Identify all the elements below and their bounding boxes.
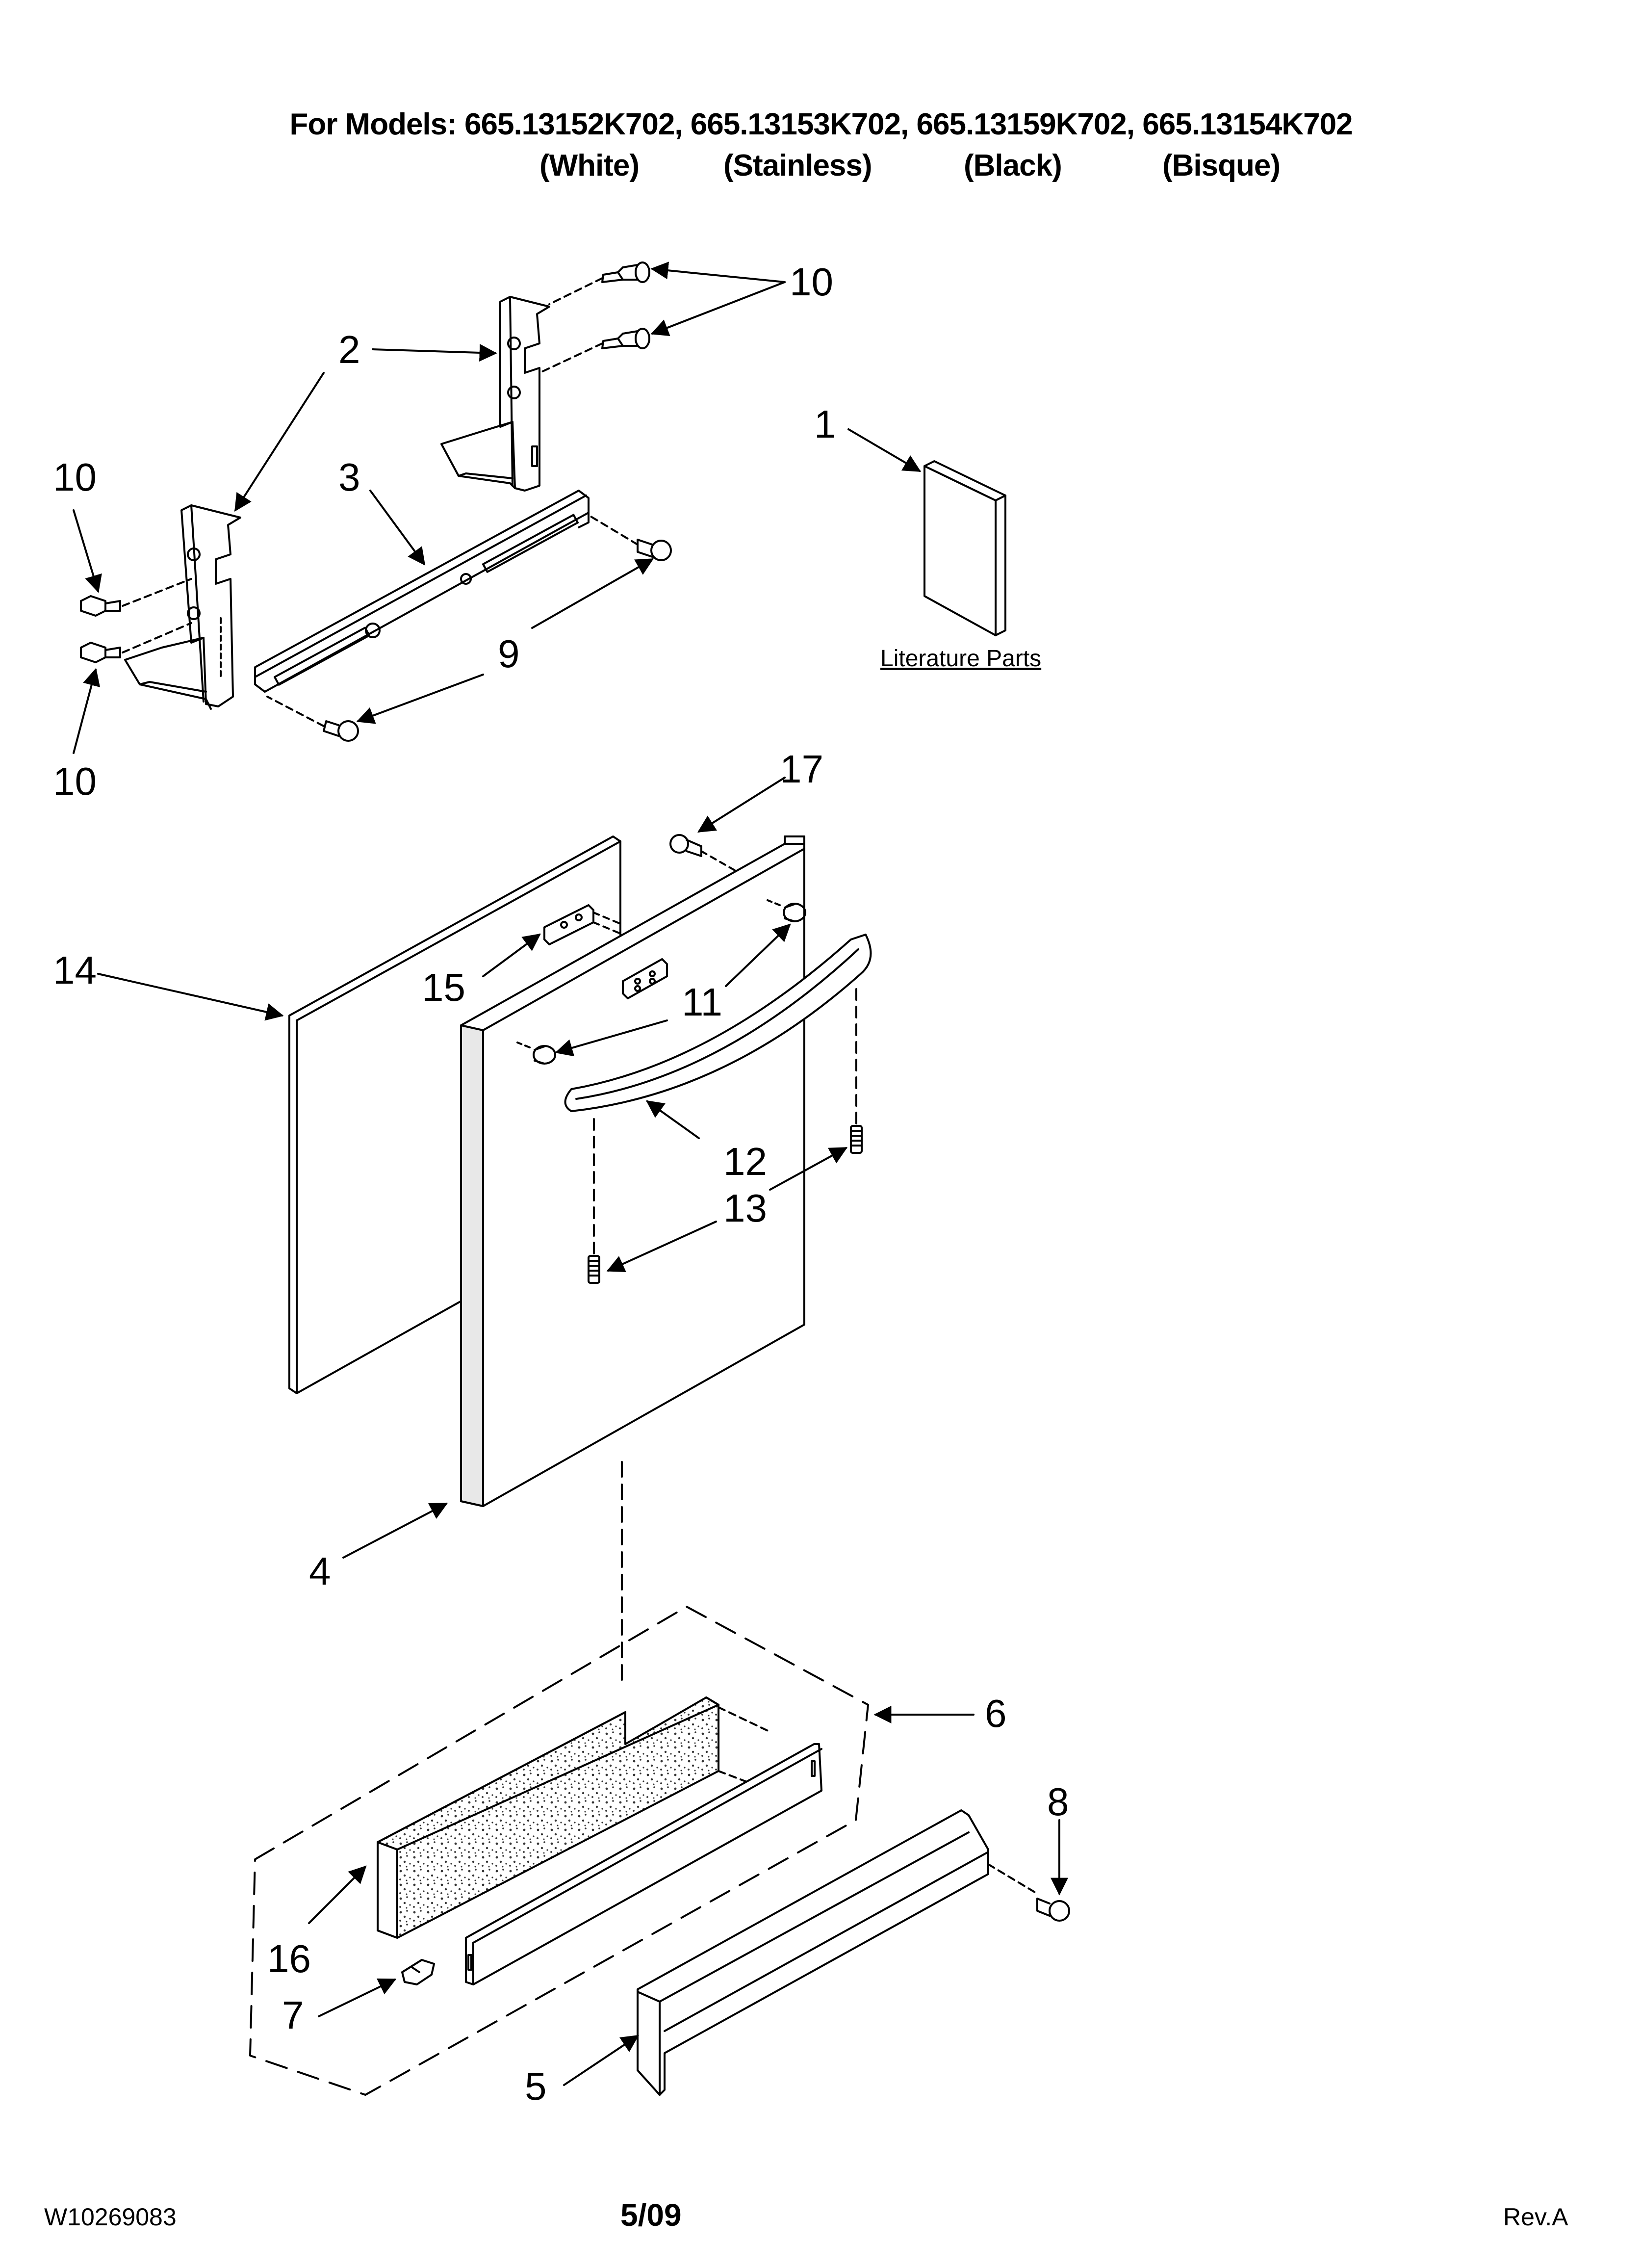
callout-7: 7 [282,1993,304,2037]
callout-13: 13 [723,1186,767,1230]
rail-screw-left [266,696,359,742]
callout-9: 9 [498,632,520,676]
mounting-bracket-left [124,504,241,710]
door-handle [564,934,872,1112]
callout-15: 15 [422,965,465,1009]
callout-5: 5 [525,2064,547,2108]
finish-black: (Black) [964,149,1062,182]
callout-16: 16 [267,1937,311,1981]
kit-clip [401,1959,435,1985]
revision: Rev.A [1503,2203,1568,2231]
callout-8: 8 [1047,1780,1069,1824]
screw-top-1 [548,261,650,305]
document-number: W10269083 [44,2203,177,2231]
callout-10-left-lower: 10 [53,759,97,803]
hinge-plate-door [622,958,668,999]
callout-1: 1 [814,402,836,446]
screw-top-2 [539,328,650,374]
callout-2: 2 [338,328,360,371]
cross-rail [254,490,590,693]
literature-parts-book [924,460,1006,636]
finish-white: (White) [539,149,640,182]
set-screw-right [850,985,863,1154]
door-screw [669,834,737,872]
outer-door-panel [460,835,805,1507]
callout-17: 17 [780,747,823,791]
literature-parts-label: Literature Parts [880,646,1041,672]
callout-leaders [73,261,1068,2086]
models-title: For Models: 665.13152K702, 665.13153K702… [289,107,1353,141]
callout-10-top: 10 [790,260,833,304]
set-screw-left [588,1113,600,1284]
callout-6: 6 [985,1692,1007,1735]
callout-10-left-upper: 10 [53,455,97,499]
toekick-screw [1036,1898,1070,1922]
screw-left-2 [80,622,192,663]
toekick-strip [465,1743,822,1985]
finish-stainless: (Stainless) [723,149,872,182]
finish-bisque: (Bisque) [1162,149,1281,182]
callout-11: 11 [682,980,722,1024]
rail-screw-right [588,514,672,561]
foam-insulation [377,1696,771,1939]
screw-left-1 [80,578,192,617]
callout-4: 4 [309,1549,331,1593]
hinge-plate [543,904,624,945]
callout-14: 14 [53,948,97,992]
outer-toekick [637,1809,1038,2096]
callout-12: 12 [723,1140,767,1183]
callout-3: 3 [338,455,360,499]
toekick-kit-boundary [249,1606,869,2096]
handle-stud-upper [767,899,806,922]
page-number: 5/09 [620,2197,682,2233]
mounting-bracket-right [440,296,550,492]
